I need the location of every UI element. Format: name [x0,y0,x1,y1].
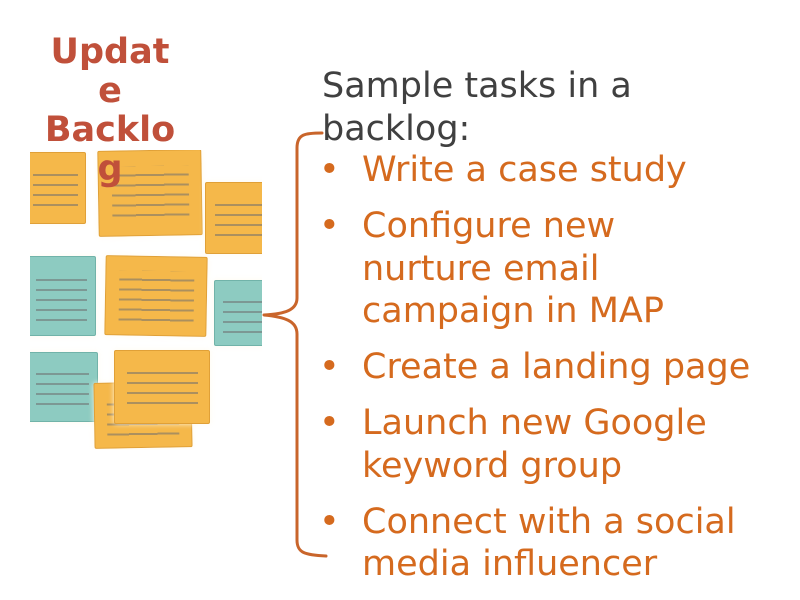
list-item-text: Configure new nurture email campaign in … [362,206,664,331]
bullet-icon: • [319,501,340,542]
list-item: • Connect with a social media influencer [319,501,792,586]
list-item: • Configure new nurture email campaign i… [319,205,792,333]
list-item-text: Launch new Google keyword group [362,403,707,486]
bullet-icon: • [319,206,340,246]
sticky-note-orange [30,152,86,224]
sticky-notes-image [30,150,262,450]
sticky-note-teal [30,352,98,422]
list-item-text: Write a case study [362,150,687,190]
sticky-note-orange [205,182,262,254]
list-item: • Launch new Google keyword group [319,402,792,487]
list-item-text: Connect with a social media influencer [362,501,736,585]
content-heading: Sample tasks in a backlog: [322,66,632,149]
list-item: • Create a landing page [319,346,792,389]
task-list: • Write a case study • Configure new nur… [319,149,792,586]
sticky-note-orange [104,255,208,337]
bullet-icon: • [319,347,340,387]
list-item-text: Create a landing page [362,347,751,387]
slide-title: Updat e Backlo g [44,32,176,189]
sticky-note-teal [214,280,262,346]
sticky-note-teal [30,256,96,336]
sticky-note-orange [114,350,210,424]
list-item: • Write a case study [319,149,792,192]
bullet-icon: • [319,150,340,190]
bullet-icon: • [319,403,340,443]
